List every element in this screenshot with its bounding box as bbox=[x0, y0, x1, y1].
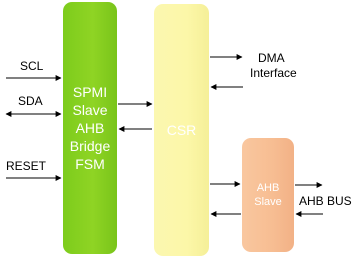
fsm-label-line: SPMI bbox=[72, 84, 108, 100]
dma-interface-label-line2: Interface bbox=[250, 66, 297, 80]
fsm-label-line: Slave bbox=[72, 102, 108, 118]
fsm-label: SPMI Slave AHB Bridge FSM bbox=[70, 83, 110, 173]
scl-label: SCL bbox=[20, 59, 44, 73]
ahb-slave-label: AHB Slave bbox=[254, 181, 282, 209]
spmi-slave-ahb-bridge-fsm-block: SPMI Slave AHB Bridge FSM bbox=[63, 2, 117, 254]
dma-interface-label-line1: DMA bbox=[258, 51, 285, 65]
csr-block: CSR bbox=[154, 4, 209, 256]
sda-label: SDA bbox=[18, 94, 43, 108]
csr-label: CSR bbox=[167, 121, 197, 139]
fsm-label-line: AHB bbox=[75, 120, 105, 136]
csr-label-text: CSR bbox=[166, 122, 197, 138]
reset-label: RESET bbox=[6, 159, 47, 173]
fsm-label-line: Bridge bbox=[69, 138, 111, 154]
fsm-label-line: FSM bbox=[75, 156, 105, 172]
ahb-slave-block: AHB Slave bbox=[242, 138, 294, 252]
ahb-slave-label-line: AHB bbox=[256, 182, 280, 194]
ahb-slave-label-line: Slave bbox=[254, 196, 282, 208]
ahb-bus-label: AHB BUS bbox=[299, 194, 352, 208]
